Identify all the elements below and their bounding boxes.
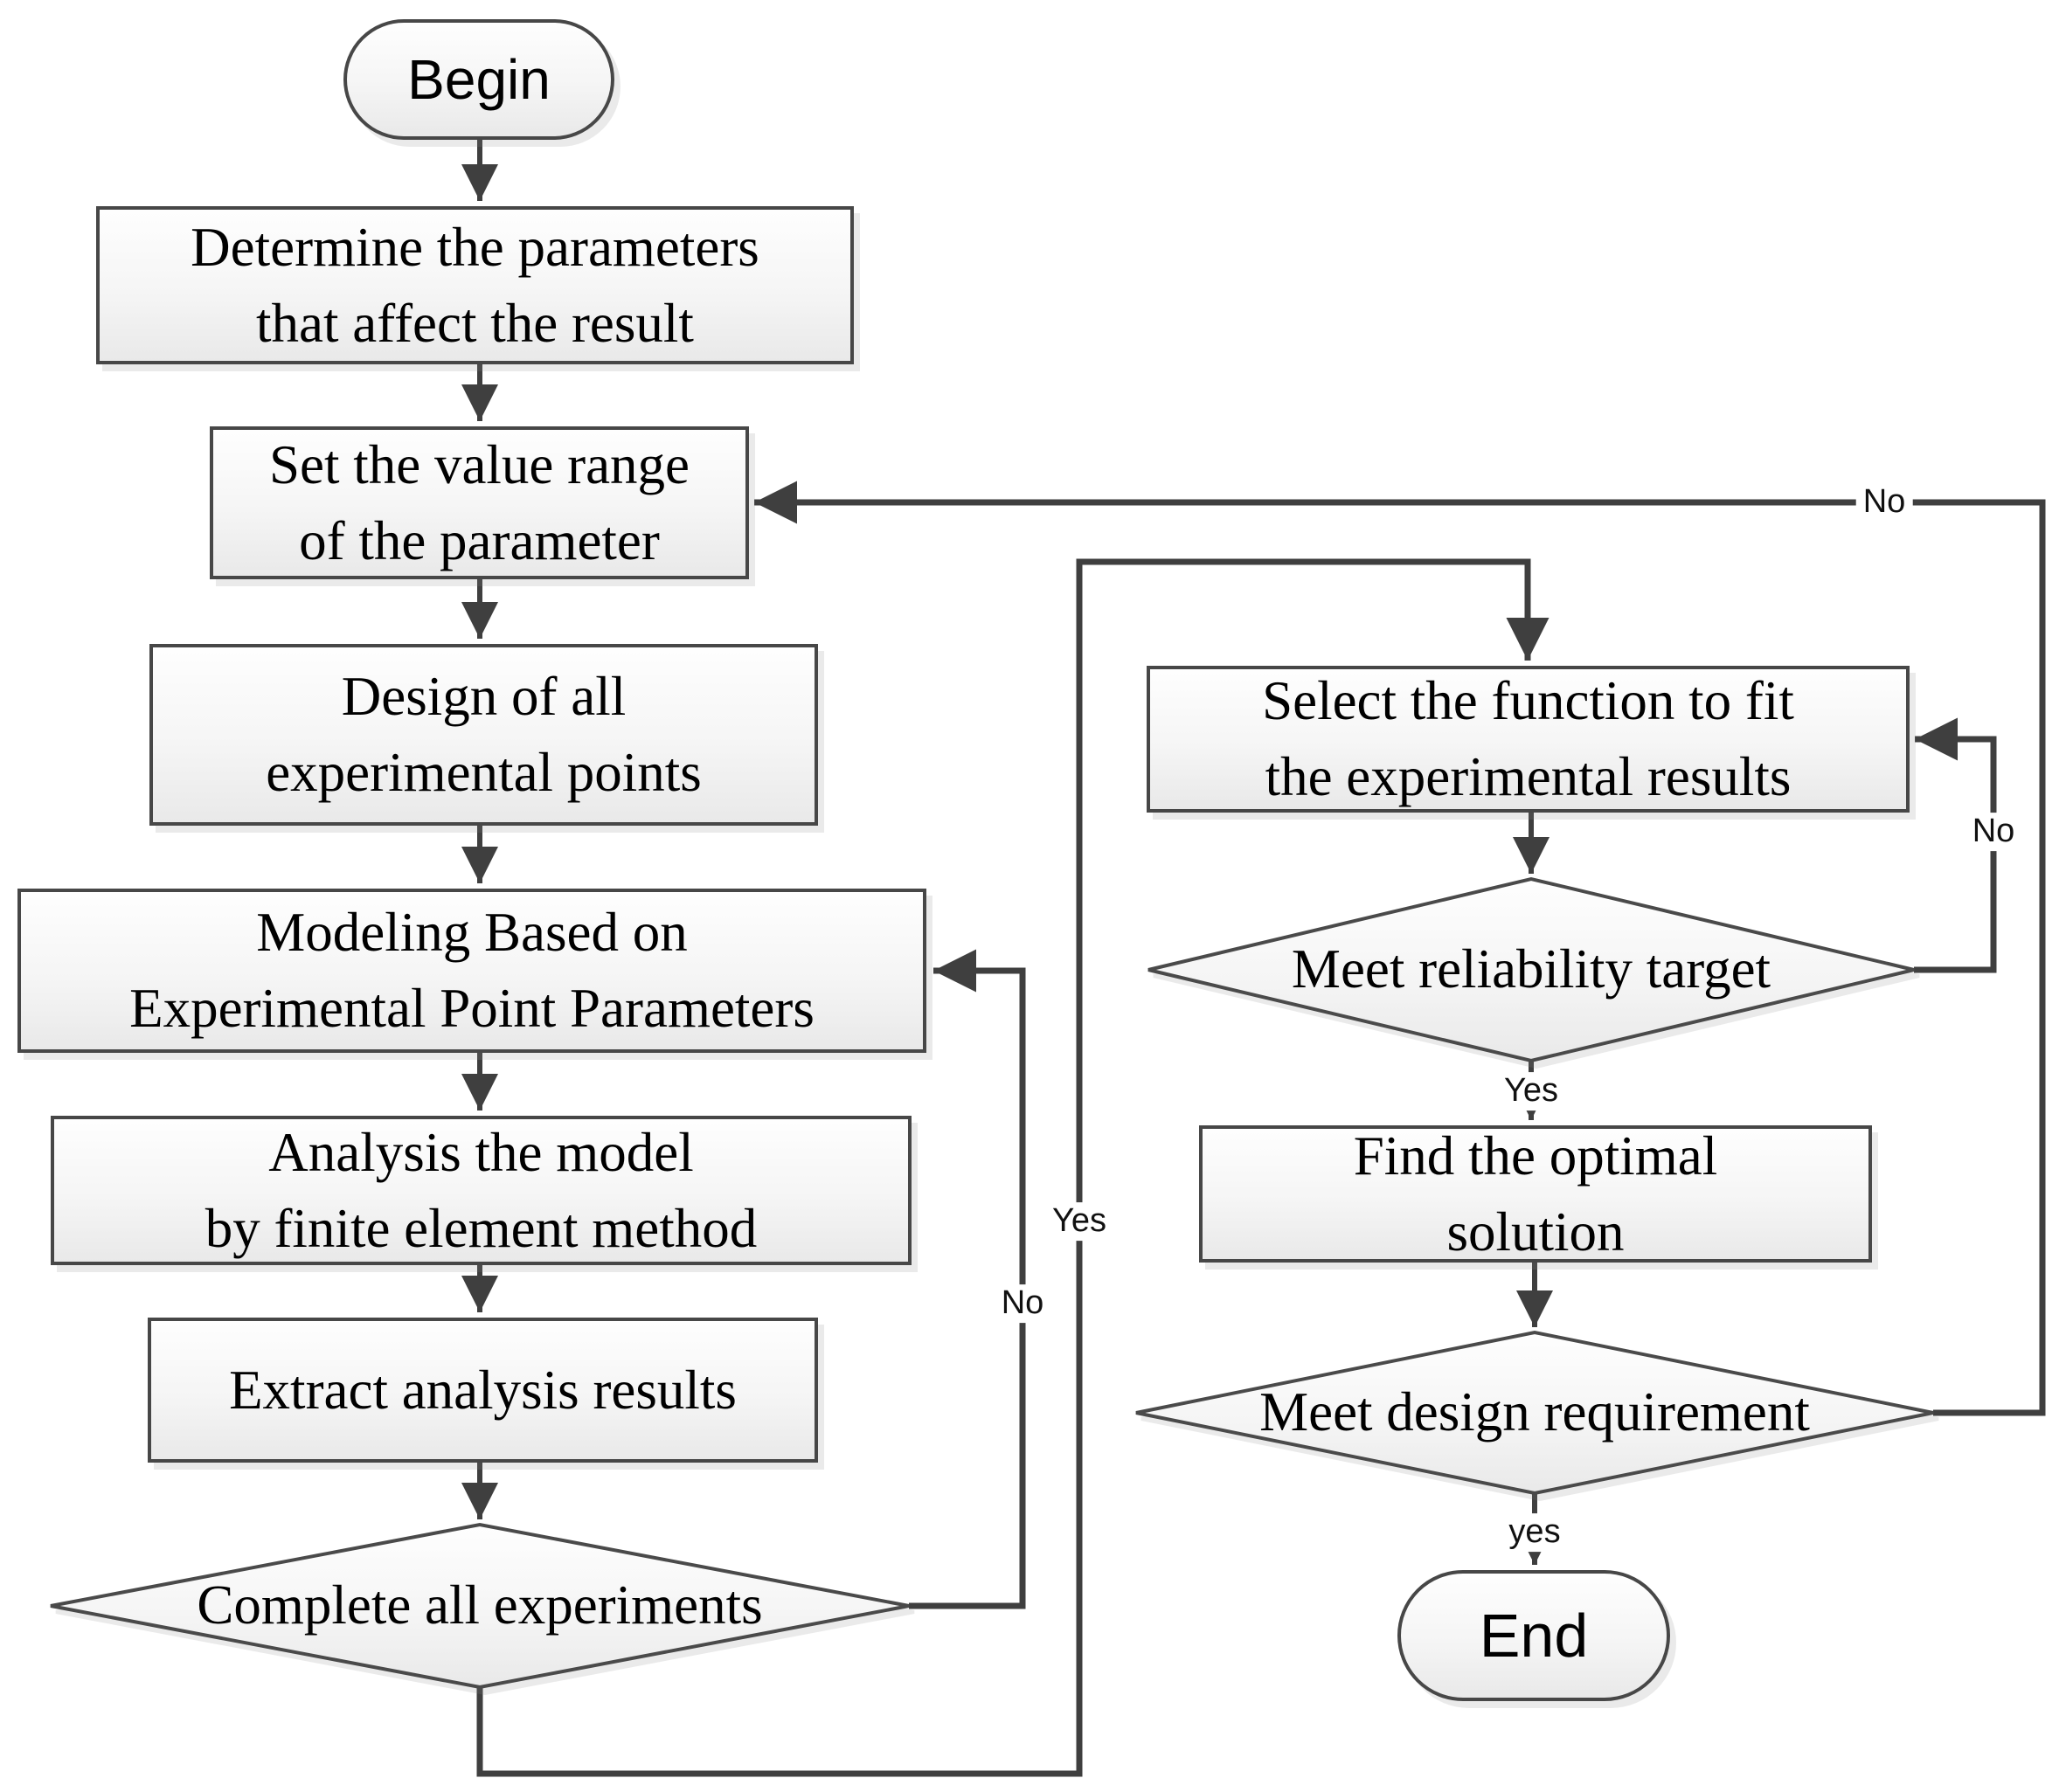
edge-designreq-no-setrange — [754, 481, 2046, 1416]
node-determine-parameters: Determine the parameters that affect the… — [96, 206, 854, 364]
decision-meet-design-requirement — [1135, 1330, 1934, 1496]
edge-complete-yes-select — [476, 558, 1550, 1777]
edge-label-design-no: No — [1855, 483, 1913, 522]
node-design-points: Design of all experimental points — [149, 644, 818, 826]
decision-complete-all-experiments — [50, 1522, 910, 1690]
node-end: End — [1397, 1570, 1670, 1701]
edge-reliability-no-select — [1914, 717, 1997, 973]
node-analysis: Analysis the model by finite element met… — [51, 1116, 912, 1265]
node-begin: Begin — [343, 19, 614, 140]
node-extract-results: Extract analysis results — [148, 1318, 818, 1463]
node-select-function: Select the function to fit the experimen… — [1147, 666, 1910, 813]
edge-label-reliability-no: No — [1965, 813, 2022, 851]
node-find-optimal-solution: Find the optimal solution — [1199, 1125, 1872, 1263]
node-set-value-range: Set the value range of the parameter — [210, 426, 749, 579]
edge-label-reliability-yes: Yes — [1497, 1072, 1565, 1110]
decision-meet-reliability-target — [1147, 876, 1915, 1063]
edge-label-design-yes: yes — [1501, 1513, 1568, 1552]
node-modeling: Modeling Based on Experimental Point Par… — [17, 889, 926, 1053]
edge-label-complete-yes: Yes — [1045, 1202, 1113, 1241]
edge-label-complete-no: No — [994, 1284, 1051, 1323]
